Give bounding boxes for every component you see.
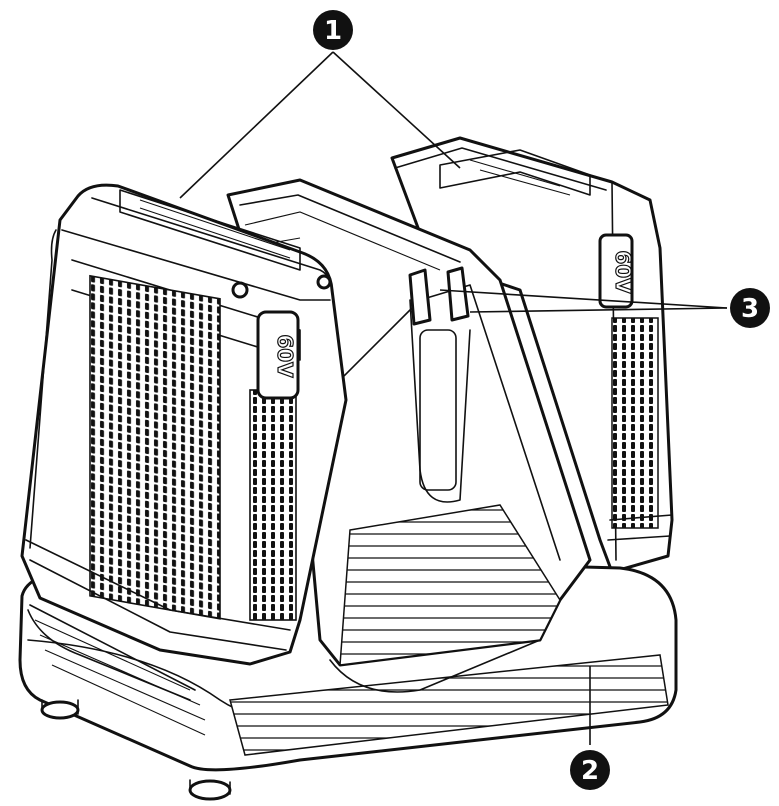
rear-battery-label: 60V [611,250,635,294]
rear-battery-handle [439,149,591,196]
leader-1-front [179,51,334,199]
front-battery-release-right [316,274,332,290]
front-right-foot [188,779,232,801]
front-battery-label-plate [256,310,300,400]
front-battery-release-left [231,281,249,299]
callout-number-1: 1 [324,16,342,46]
leader-lines [179,51,728,745]
front-battery-pack: 60V [20,183,348,666]
tower-front-ribs [339,504,561,666]
status-window [419,329,457,491]
leader-1-rear [332,51,461,169]
front-battery-vents-left [89,274,221,620]
leader-3-left [439,289,728,309]
front-battery-label: 60V [273,334,297,378]
front-battery-top-label [119,189,301,271]
callout-badge-2: 2 [570,750,610,790]
rear-battery-vents [611,317,659,529]
front-left-foot [40,700,80,720]
front-battery-vents-right [249,389,297,621]
base-side-ribs [229,654,669,756]
callout-badge-3: 3 [730,288,770,328]
callout-number-3: 3 [741,294,759,324]
indicator-light-2 [446,266,470,322]
callout-number-2: 2 [581,756,599,786]
rear-battery-label-plate [598,233,634,309]
leader-3-right [469,307,728,313]
callout-badge-1: 1 [313,10,353,50]
indicator-light-1 [408,268,432,326]
